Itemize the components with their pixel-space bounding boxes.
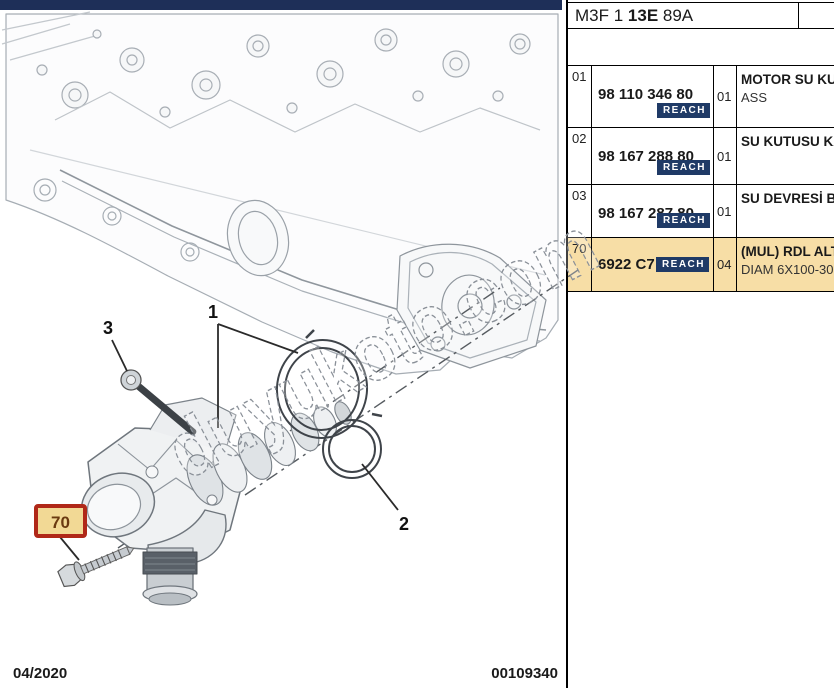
row-description: (MUL) RDL ALTI DIAM 6X100-30 xyxy=(737,238,834,291)
row-part-cell: 98 110 346 80 REACH xyxy=(592,66,714,127)
reach-badge[interactable]: REACH xyxy=(656,103,710,118)
row-qty: 01 xyxy=(714,66,737,127)
table-row[interactable]: 01 98 110 346 80 REACH 01 MOTOR SU KUT A… xyxy=(568,66,834,128)
table-row[interactable]: 02 98 167 288 80 REACH 01 SU KUTUSU KA xyxy=(568,128,834,185)
hotspot-70-label: 70 xyxy=(51,513,70,532)
description-line1: SU DEVRESİ BO xyxy=(741,191,834,206)
document-number: 00109340 xyxy=(491,665,558,682)
row-qty: 01 xyxy=(714,185,737,237)
hotspot-70-box[interactable]: 70 xyxy=(34,504,87,538)
parts-table-panel: M3F 1 13E 89A 01 98 110 346 80 REACH 01 … xyxy=(566,0,834,688)
row-description: MOTOR SU KUT ASS xyxy=(737,66,834,127)
assembly-centerline xyxy=(117,269,579,549)
row-ref: 70 xyxy=(568,238,592,291)
table-row-selected[interactable]: 70 6922 C7 REACH 04 (MUL) RDL ALTI DIAM … xyxy=(568,238,834,292)
assembly-code-bold: 13E xyxy=(627,6,659,25)
catalog-date: 04/2020 xyxy=(13,665,68,682)
exploded-view-diagram: 1 2 3 70 duyukoto.com xyxy=(1,11,612,606)
description-line1: (MUL) RDL ALTI xyxy=(741,244,834,259)
row-description: SU KUTUSU KA xyxy=(737,128,834,184)
callout-2[interactable]: 2 xyxy=(399,514,409,534)
row-qty: 04 xyxy=(714,238,737,291)
table-spacer-row xyxy=(568,29,834,66)
top-navy-bar xyxy=(0,0,562,10)
part-number: 6922 C7 xyxy=(598,256,655,273)
row-ref: 03 xyxy=(568,185,592,237)
reach-badge[interactable]: REACH xyxy=(656,160,710,175)
row-qty: 01 xyxy=(714,128,737,184)
assembly-code-suffix: 89A xyxy=(658,6,694,25)
part-number: 98 110 346 80 xyxy=(598,86,694,103)
description-line1: MOTOR SU KUT xyxy=(741,72,834,87)
callout-1[interactable]: 1 xyxy=(208,302,218,322)
reach-badge[interactable]: REACH xyxy=(655,257,709,272)
engine-block-drawing xyxy=(1,11,559,375)
description-line2: ASS xyxy=(741,90,768,105)
callout-3[interactable]: 3 xyxy=(103,318,113,338)
row-description: SU DEVRESİ BO xyxy=(737,185,834,237)
thermostat-housing-drawing xyxy=(80,397,352,606)
reach-badge[interactable]: REACH xyxy=(656,213,710,228)
table-header-row: M3F 1 13E 89A xyxy=(568,2,834,29)
bolt-70-drawing xyxy=(57,546,135,588)
parts-rows: 01 98 110 346 80 REACH 01 MOTOR SU KUT A… xyxy=(568,66,834,292)
table-row[interactable]: 03 98 167 287 80 REACH 01 SU DEVRESİ BO xyxy=(568,185,834,238)
row-part-cell: 6922 C7 REACH xyxy=(592,238,714,291)
row-part-cell: 98 167 287 80 REACH xyxy=(592,185,714,237)
description-line1: SU KUTUSU KA xyxy=(741,134,834,149)
bolt-3-drawing xyxy=(120,369,197,436)
gasket-drawing xyxy=(275,329,383,479)
assembly-code-prefix: M3F 1 xyxy=(575,6,628,25)
row-part-cell: 98 167 288 80 REACH xyxy=(592,128,714,184)
callout-leader-lines xyxy=(59,323,399,561)
row-ref: 02 xyxy=(568,128,592,184)
header-empty-cell xyxy=(799,3,834,28)
row-ref: 01 xyxy=(568,66,592,127)
description-line2: DIAM 6X100-30 xyxy=(741,262,834,277)
watermark-text: duyukoto.com xyxy=(153,200,611,496)
assembly-code: M3F 1 13E 89A xyxy=(568,3,799,28)
